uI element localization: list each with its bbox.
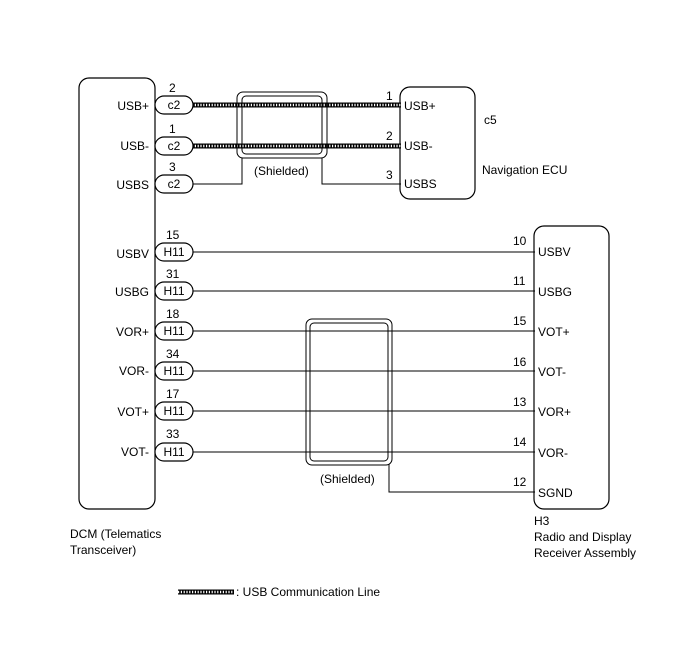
pin-number: 15 [166,228,180,242]
pin-label: USB- [120,139,149,153]
lower-shield-label: (Shielded) [320,472,375,486]
dcm-connector-vot-minus: H11 [154,442,194,462]
pin-number: 17 [166,387,180,401]
radio-name-line2: Receiver Assembly [534,546,636,560]
pin-label: USBG [115,285,149,299]
dcm-connector-usbs: c2 [154,174,194,194]
pin-label: VOT- [538,365,566,379]
dcm-name-line2: Transceiver) [70,543,136,557]
upper-shield-outer [236,91,328,159]
pin-number: 31 [166,267,180,281]
pin-label: VOR- [538,446,568,460]
pin-number: 10 [513,234,527,248]
pin-number: 13 [513,395,527,409]
pin-number: 33 [166,427,180,441]
pin-number: 3 [169,160,176,174]
connector-code: c2 [168,98,181,112]
pin-label: USBV [116,247,149,261]
legend-text: : USB Communication Line [236,585,380,599]
pin-label: USBS [404,177,437,191]
lower-shield-outer [305,318,393,466]
sgnd-wire [388,464,535,493]
pin-label: SGND [538,486,573,500]
nav-name: Navigation ECU [482,163,567,177]
radio-name-line1: Radio and Display [534,530,631,544]
dcm-connector-vot-plus: H11 [154,401,194,421]
connector-code: H11 [163,284,184,298]
upper-shield-label: (Shielded) [254,164,309,178]
pin-number: 15 [513,314,527,328]
pin-number: 16 [513,355,527,369]
pin-label: USBV [538,245,571,259]
dcm-connector-usb-plus: c2 [154,95,194,115]
connector-code: H11 [163,404,184,418]
pin-label: VOR+ [538,405,571,419]
dcm-connector-vor-plus: H11 [154,321,194,341]
pin-label: VOT+ [538,325,570,339]
pin-number: 2 [386,129,393,143]
pin-label: USB+ [117,99,149,113]
connector-code: H11 [163,324,184,338]
connector-code: H11 [163,445,184,459]
dcm-name-line1: DCM (Telematics [70,527,161,541]
pin-label: VOR+ [116,325,149,339]
pin-number: 1 [169,122,176,136]
pin-number: 11 [513,274,526,288]
pin-label: USB+ [404,99,436,113]
pin-number: 2 [169,81,176,95]
pin-number: 14 [513,435,527,449]
pin-label: USBS [116,178,149,192]
dcm-connector-usb-minus: c2 [154,136,194,156]
pin-label: VOR- [119,364,149,378]
upper-shield-inner [241,95,323,155]
nav-connector-code: c5 [484,113,497,127]
connector-code: H11 [163,245,184,259]
connector-code: H11 [163,364,184,378]
radio-receiver-box [533,225,610,510]
usbs-wire [192,158,243,185]
pin-number: 34 [166,347,180,361]
pin-label: USBG [538,285,572,299]
dcm-connector-usbv: H11 [154,242,194,262]
pin-label: USB- [404,139,433,153]
usbs-wire-nav-side [321,158,401,185]
connector-code: c2 [168,177,181,191]
dcm-connector-usbg: H11 [154,281,194,301]
pin-number: 3 [386,168,393,182]
connector-code: c2 [168,139,181,153]
pin-number: 18 [166,307,180,321]
dcm-connector-vor-minus: H11 [154,361,194,381]
radio-connector-code: H3 [534,514,550,528]
pin-label: VOT- [121,445,149,459]
lower-shield-inner [309,322,389,462]
pin-number: 12 [513,475,527,489]
navigation-ecu-box [399,86,476,200]
pin-label: VOT+ [117,405,149,419]
pin-number: 1 [386,89,393,103]
